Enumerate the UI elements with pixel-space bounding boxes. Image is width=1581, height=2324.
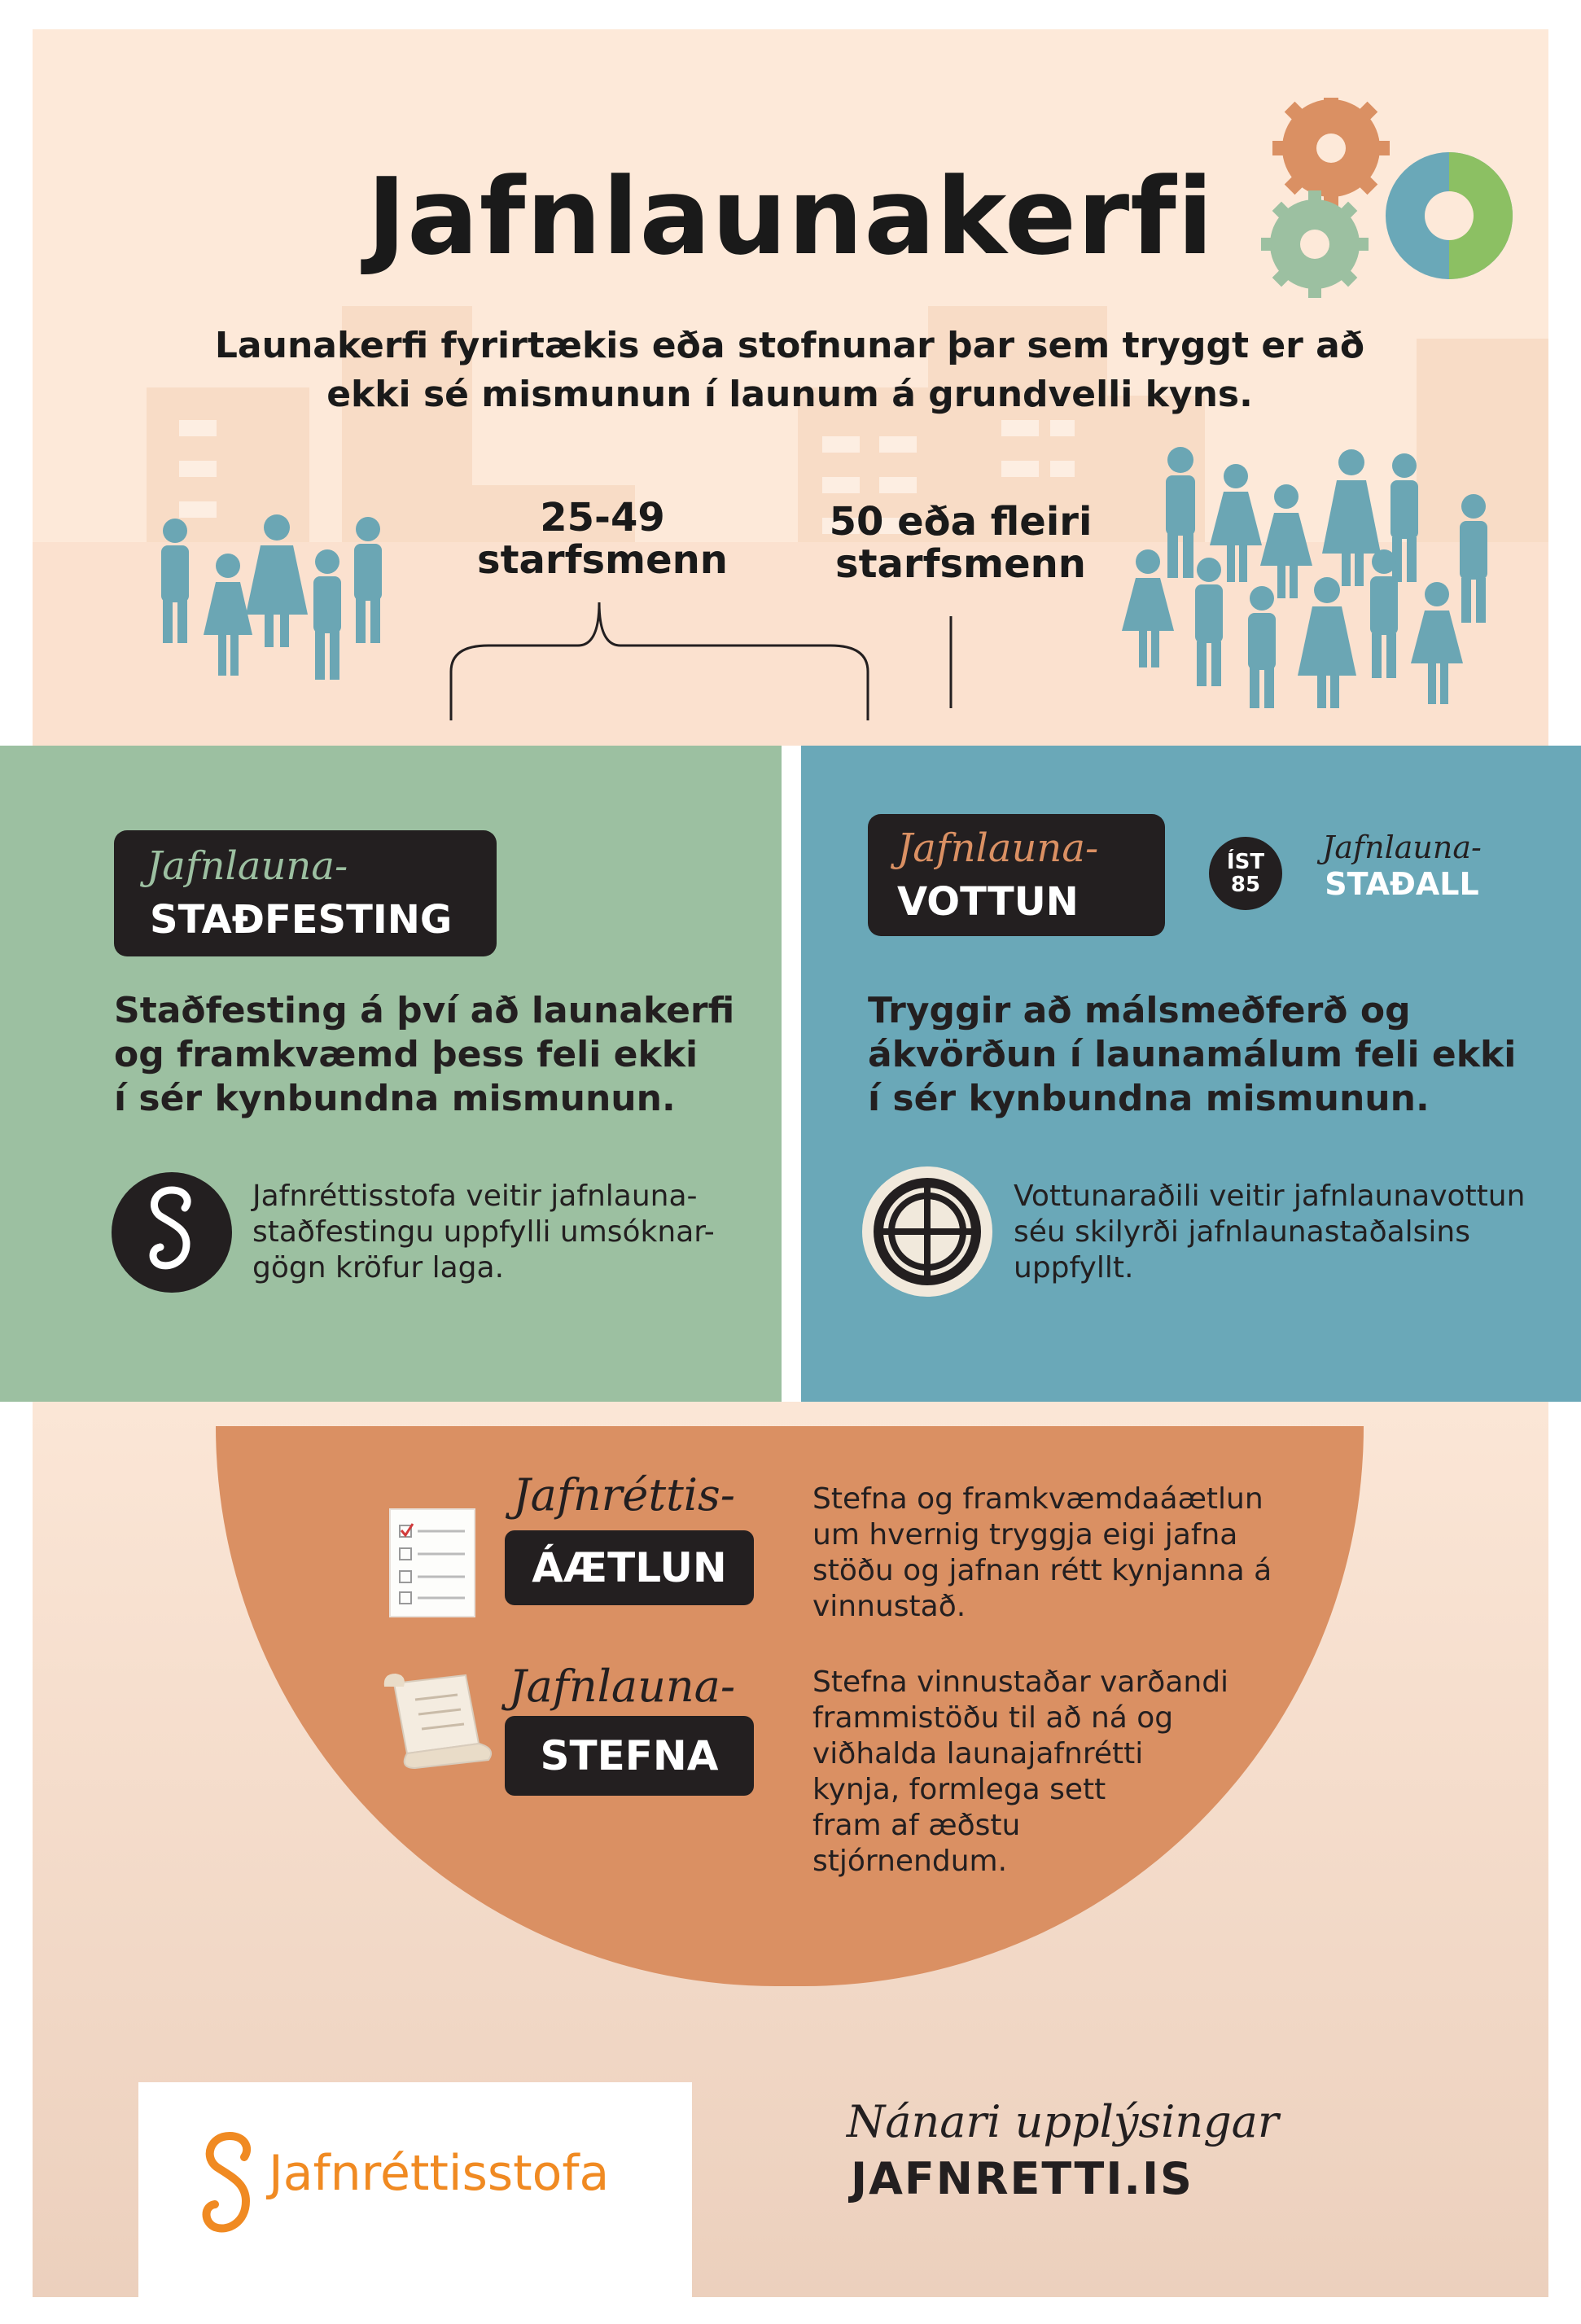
logo-box <box>138 2082 692 2297</box>
large-count-label: starfsmenn <box>835 541 1086 587</box>
brace-connector <box>449 602 953 720</box>
vottun-badge-big: VOTTUN <box>897 879 1079 925</box>
jafnrettisstofa-logo-icon <box>202 2132 252 2233</box>
note-line: Jafnréttisstofa veitir jafnlauna- <box>252 1180 698 1213</box>
aaetlun-script: Jafnréttis- <box>513 1469 736 1521</box>
small-employee-count: 25-49 starfsmenn <box>456 497 749 581</box>
description-line: Tryggir að málsmeðferð og <box>868 990 1411 1031</box>
vottun-badge-small: Jafnlauna- <box>897 825 1099 871</box>
seal-code-bottom: 85 <box>1230 873 1261 897</box>
small-count-label: starfsmenn <box>477 537 728 583</box>
text-line: Stefna vinnustaðar varðandi <box>812 1665 1229 1699</box>
stadfesting-description: Staðfesting á því að launakerfi og framk… <box>114 989 749 1121</box>
stefna-script: Jafnlauna- <box>509 1661 736 1712</box>
standard-label: Jafnlauna- STAÐALL <box>1296 829 1508 902</box>
aaetlun-label: ÁÆTLUN <box>505 1530 754 1605</box>
description-line: í sér kynbundna mismunun. <box>868 1078 1430 1119</box>
large-group-people-icon <box>1122 447 1487 708</box>
description-line: í sér kynbundna mismunun. <box>114 1078 676 1119</box>
intro-line: ekki sé mismunun í launum á grundvelli k… <box>326 374 1253 415</box>
description-line: Staðfesting á því að launakerfi <box>114 990 735 1031</box>
ist85-seal-icon: ÍST 85 <box>1209 837 1282 910</box>
jafnrettisstofa-logo-icon <box>112 1172 232 1293</box>
more-info-label: Nánari upplýsingar <box>847 2096 1279 2147</box>
scroll-document-icon <box>383 1674 492 1770</box>
small-count-number: 25-49 <box>540 495 665 541</box>
note-line: uppfyllt. <box>1014 1251 1134 1285</box>
vottun-note: Vottunaraðili veitir jafnlaunavottun séu… <box>1014 1179 1567 1286</box>
stadfesting-note: Jafnréttisstofa veitir jafnlauna- staðfe… <box>252 1179 757 1286</box>
gears-icon <box>1261 98 1513 298</box>
large-count-number: 50 eða fleiri <box>829 499 1093 545</box>
description-line: ákvörðun í launamálum feli ekki <box>868 1034 1517 1075</box>
text-line: kynja, formlega sett <box>812 1773 1106 1806</box>
text-line: um hvernig tryggja eigi jafna <box>812 1518 1238 1552</box>
page-title: Jafnlaunakerfi <box>366 155 1215 278</box>
certification-seal-icon <box>862 1166 992 1297</box>
logo-text: Jafnréttisstofa <box>269 2145 610 2202</box>
stefna-label: STEFNA <box>505 1716 754 1796</box>
note-line: Vottunaraðili veitir jafnlaunavottun <box>1014 1180 1526 1213</box>
intro-text: Launakerfi fyrirtækis eða stofnunar þar … <box>212 322 1368 419</box>
text-line: stjórnendum. <box>812 1845 1008 1878</box>
seal-code-top: ÍST <box>1226 850 1265 874</box>
checklist-icon <box>389 1508 475 1617</box>
stefna-text: Stefna vinnustaðar varðandi frammistöðu … <box>812 1665 1317 1880</box>
intro-line: Launakerfi fyrirtækis eða stofnunar þar … <box>214 325 1365 366</box>
text-line: frammistöðu til að ná og <box>812 1701 1174 1735</box>
vottun-badge: Jafnlauna- VOTTUN <box>868 814 1165 936</box>
note-line: staðfestingu uppfylli umsóknar- <box>252 1215 715 1249</box>
text-line: stöðu og jafnan rétt kynjanna á <box>812 1554 1272 1587</box>
aaetlun-text: Stefna og framkvæmdaáætlun um hvernig tr… <box>812 1481 1317 1625</box>
stadfesting-badge-big: STAÐFESTING <box>150 897 453 943</box>
description-line: og framkvæmd þess feli ekki <box>114 1034 699 1075</box>
website-link[interactable]: JAFNRETTI.IS <box>851 2153 1193 2204</box>
stadfesting-badge: Jafnlauna- STAÐFESTING <box>114 830 497 956</box>
note-line: séu skilyrði jafnlaunastaðalsins <box>1014 1215 1471 1249</box>
standard-label-big: STAÐALL <box>1325 866 1479 902</box>
text-line: vinnustað. <box>812 1590 966 1623</box>
large-employee-count: 50 eða fleiri starfsmenn <box>782 501 1140 585</box>
standard-label-small: Jafnlauna- <box>1322 829 1482 865</box>
small-group-people-icon <box>161 514 382 680</box>
note-line: gögn kröfur laga. <box>252 1251 505 1285</box>
vottun-description: Tryggir að málsmeðferð og ákvörðun í lau… <box>868 989 1535 1121</box>
stadfesting-badge-small: Jafnlauna- <box>147 843 348 889</box>
text-line: viðhalda launajafnrétti <box>812 1737 1144 1770</box>
text-line: Stefna og framkvæmdaáætlun <box>812 1482 1263 1516</box>
text-line: fram af æðstu <box>812 1809 1021 1842</box>
